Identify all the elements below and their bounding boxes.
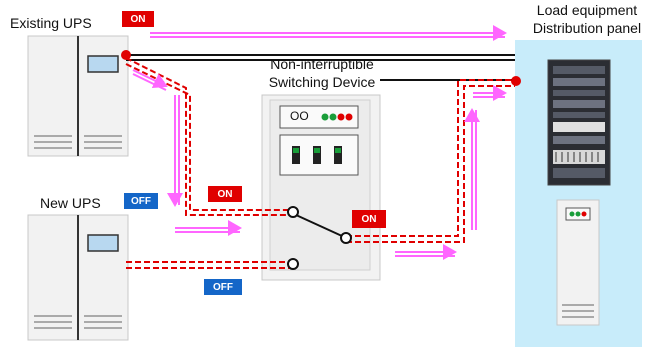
switch-title-line2: Switching Device <box>268 74 376 90</box>
distribution-panel-box <box>556 199 600 326</box>
transfer-switch <box>287 206 352 270</box>
indicator-panel <box>279 105 359 129</box>
existing-ups-cabinet <box>27 35 129 157</box>
switch-input-top-on-badge: ON <box>208 186 242 202</box>
existing-ups-output-node <box>121 50 131 60</box>
new-ups-to-switch-cable <box>126 261 292 269</box>
switch-title-line1: Non-interruptible <box>270 56 374 72</box>
load-title-line2: Distribution panel <box>532 20 642 36</box>
existing-ups-to-switch-cable <box>125 57 293 216</box>
existing-ups-label: Existing UPS <box>10 15 92 31</box>
existing-ups-on-badge: ON <box>122 11 154 27</box>
server-rack <box>547 59 611 186</box>
new-ups-off-badge: OFF <box>124 193 158 209</box>
switching-device <box>261 94 381 281</box>
switch-indicator-text: OO <box>290 109 309 123</box>
new-ups-cabinet <box>27 214 129 341</box>
switch-output-on-badge: ON <box>352 210 386 228</box>
new-ups-label: New UPS <box>40 195 101 211</box>
load-input-node <box>511 76 521 86</box>
flow-arrows <box>132 25 507 260</box>
switch-input-bottom-off-badge: OFF <box>204 279 242 295</box>
load-title-line1: Load equipment <box>536 2 638 18</box>
switch-to-load-cable <box>346 79 515 243</box>
